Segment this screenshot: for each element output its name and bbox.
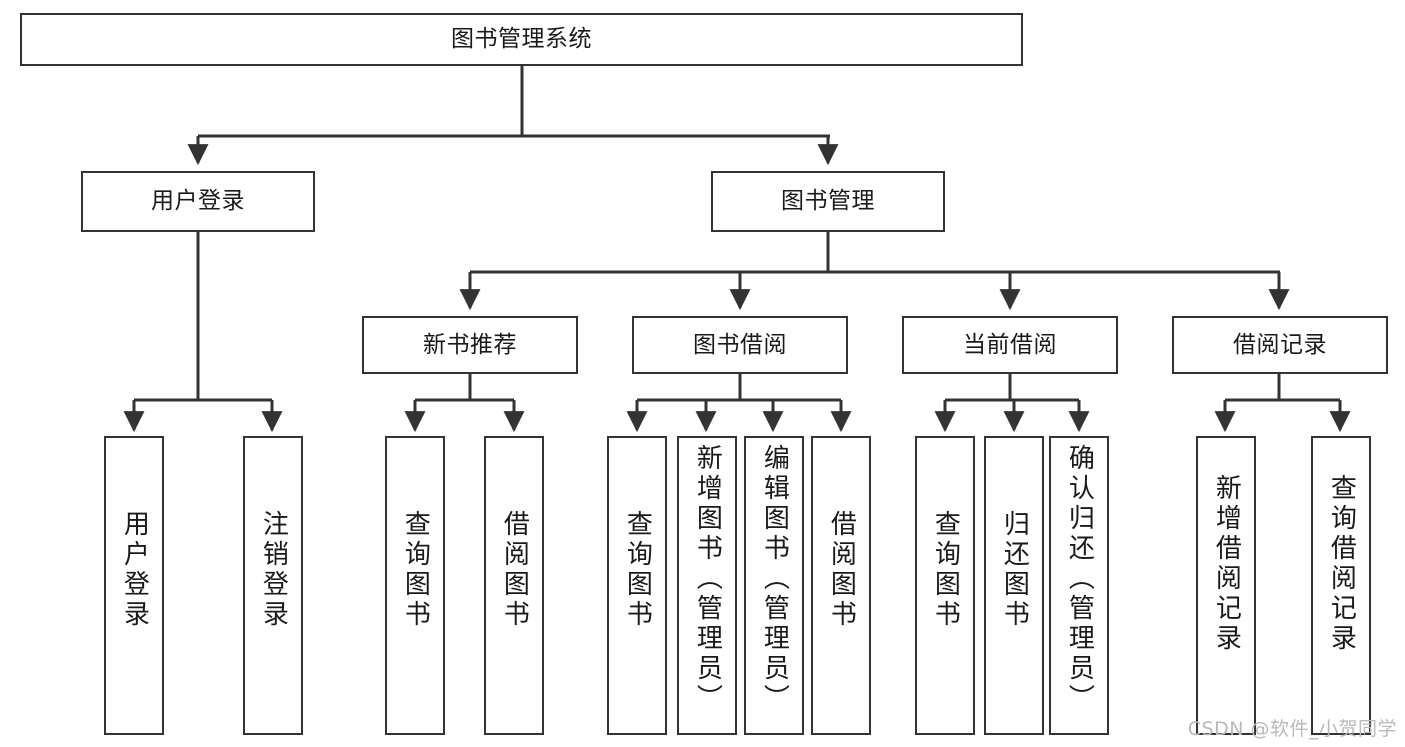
node-label: 借阅图书 <box>499 510 530 630</box>
node-label: 当前借阅 <box>963 331 1057 358</box>
leaf-query-book-borrowing[interactable]: 查询图书 <box>607 436 667 735</box>
node-label: 借阅记录 <box>1233 331 1327 358</box>
node-label: 查询图书 <box>400 510 431 630</box>
node-label: 确认归还（管理员） <box>1064 444 1095 714</box>
node-label: 查询图书 <box>622 510 653 630</box>
node-label: 编辑图书（管理员） <box>759 444 790 714</box>
node-label: 归还图书 <box>999 510 1030 630</box>
leaf-user-login[interactable]: 用户登录 <box>104 436 164 735</box>
node-book-borrowing[interactable]: 图书借阅 <box>632 316 848 374</box>
node-label: 图书借阅 <box>693 331 787 358</box>
node-label: 借阅图书 <box>826 510 857 630</box>
leaf-borrow-book-recommendation[interactable]: 借阅图书 <box>484 436 544 735</box>
node-label: 注销登录 <box>258 510 289 630</box>
node-book-management[interactable]: 图书管理 <box>711 171 945 232</box>
leaf-return-book[interactable]: 归还图书 <box>984 436 1044 735</box>
node-root-system[interactable]: 图书管理系统 <box>20 13 1023 66</box>
leaf-query-book-current[interactable]: 查询图书 <box>915 436 975 735</box>
node-current-borrowing[interactable]: 当前借阅 <box>902 316 1118 374</box>
leaf-confirm-return-admin[interactable]: 确认归还（管理员） <box>1049 436 1109 735</box>
node-label: 查询图书 <box>930 510 961 630</box>
leaf-query-book-recommendation[interactable]: 查询图书 <box>385 436 445 735</box>
leaf-borrow-book-borrowing[interactable]: 借阅图书 <box>811 436 871 735</box>
node-label: 新增借阅记录 <box>1211 474 1242 654</box>
node-label: 图书管理 <box>781 188 875 215</box>
node-label: 新书推荐 <box>423 331 517 358</box>
node-label: 查询借阅记录 <box>1326 474 1357 654</box>
node-label: 用户登录 <box>119 510 150 630</box>
node-label: 新增图书（管理员） <box>692 444 723 714</box>
leaf-add-borrow-record[interactable]: 新增借阅记录 <box>1196 436 1256 735</box>
leaf-query-borrow-record[interactable]: 查询借阅记录 <box>1311 436 1371 735</box>
leaf-add-book-admin[interactable]: 新增图书（管理员） <box>677 436 737 735</box>
node-new-book-recommendation[interactable]: 新书推荐 <box>362 316 578 374</box>
watermark: CSDN @软件_小贺同学 <box>1187 718 1397 740</box>
node-borrowing-record[interactable]: 借阅记录 <box>1172 316 1388 374</box>
leaf-edit-book-admin[interactable]: 编辑图书（管理员） <box>744 436 804 735</box>
node-label: 用户登录 <box>151 188 245 215</box>
leaf-logout[interactable]: 注销登录 <box>243 436 303 735</box>
node-user-login[interactable]: 用户登录 <box>81 171 315 232</box>
node-label: 图书管理系统 <box>451 26 592 53</box>
